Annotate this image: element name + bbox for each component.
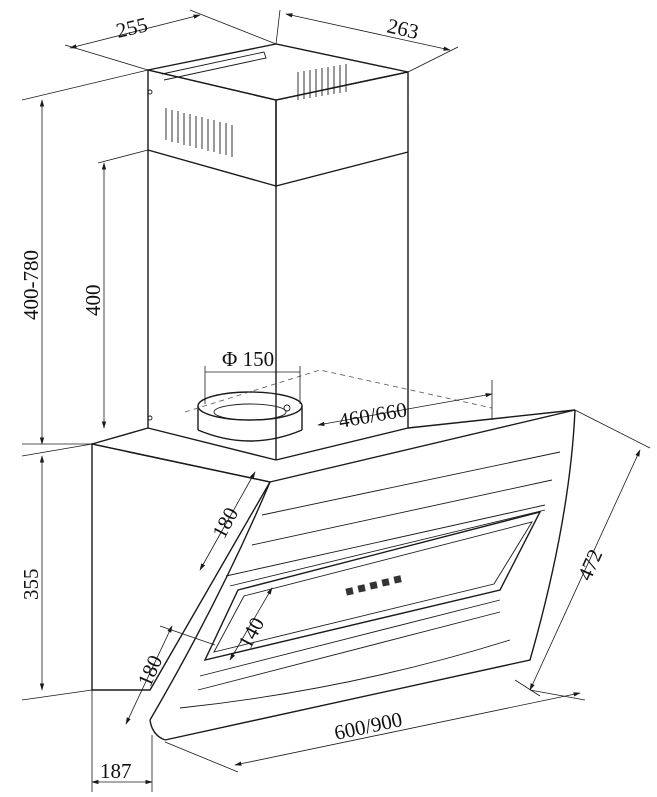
label-body-height: 355 (19, 569, 43, 601)
hood-top-edge (91, 427, 149, 445)
duct-collar (184, 369, 493, 442)
label-chimney-height: 400 (81, 285, 105, 317)
control-buttons (345, 575, 402, 596)
hood-front-curve (164, 409, 576, 741)
band-2 (251, 479, 553, 546)
chimney-top (147, 43, 409, 101)
band-5 (179, 639, 511, 709)
mounting-rail (161, 51, 267, 81)
chimney-right-face (275, 71, 409, 187)
vent-slots-left (165, 108, 233, 157)
button-5[interactable] (393, 575, 402, 584)
screw-bottom (147, 415, 153, 421)
chimney-left-face (147, 69, 277, 187)
label-width: 600/900 (332, 707, 404, 745)
duct-top-ring (197, 391, 303, 421)
dimension-lines (21, 9, 651, 792)
band-1 (261, 451, 561, 516)
label-duct-diameter: Φ 150 (222, 347, 274, 371)
label-glass-length: 472 (573, 545, 608, 584)
label-total-range: 400-780 (19, 250, 43, 320)
label-panel-lower: 180 (133, 651, 168, 690)
label-top-depth: 460/660 (337, 397, 409, 433)
label-bottom-depth: 187 (100, 759, 132, 783)
dimension-labels: 255 263 400-780 400 Φ 150 460/660 355 18… (19, 12, 607, 783)
band-3 (229, 509, 546, 587)
band-4 (199, 599, 501, 677)
label-chimney-width: 255 (114, 12, 150, 42)
control-panel (203, 510, 542, 662)
label-chimney-depth: 263 (385, 13, 421, 43)
chimney (147, 43, 409, 461)
screw-top (147, 89, 153, 95)
hood-body (91, 409, 576, 741)
button-2[interactable] (357, 584, 366, 593)
top-outline-dashed (184, 369, 493, 413)
button-4[interactable] (381, 578, 390, 587)
hood-side-panel (91, 443, 272, 691)
button-1[interactable] (345, 587, 354, 596)
chimney-lower-left (147, 150, 277, 461)
button-3[interactable] (369, 581, 378, 590)
vent-slots-right (297, 64, 347, 100)
duct-inner-ring (213, 403, 287, 421)
